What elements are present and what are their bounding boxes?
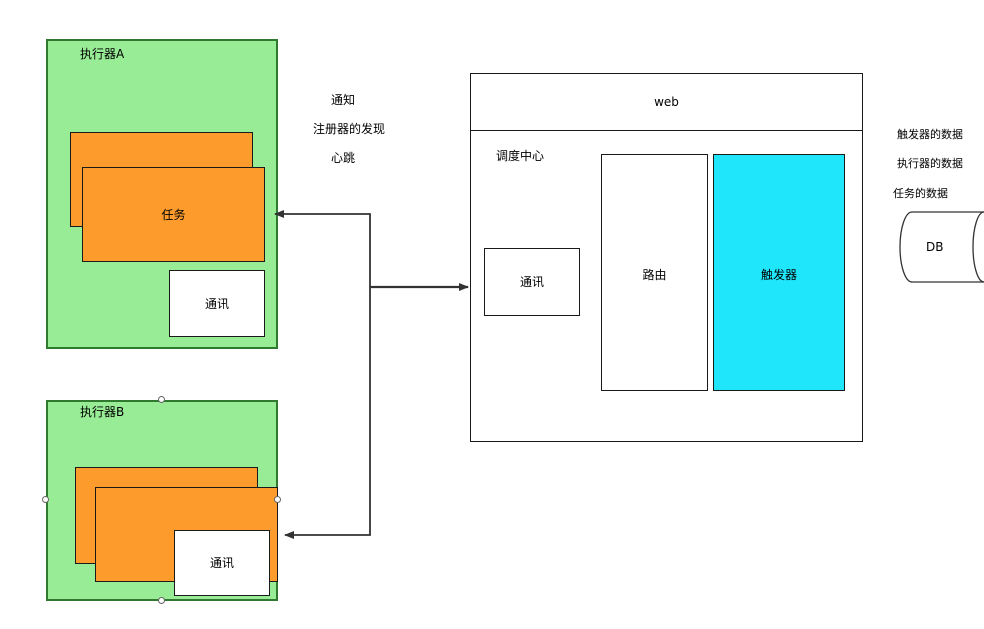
note-registry-discovery: 注册器的发现 [313,122,386,136]
task-box[interactable]: 任务 [82,167,265,262]
db-note-trigger-data: 触发器的数据 [897,128,963,141]
executor-b-title: 执行器B [80,405,125,419]
task-label: 任务 [161,207,186,222]
executor-a-title: 执行器A [80,47,125,61]
executor-a-comm-box[interactable]: 通讯 [169,270,265,337]
route-label: 路由 [642,268,667,282]
executor-a-comm-label: 通讯 [204,296,229,311]
db-label: DB [926,240,944,254]
web-label: web [654,95,679,109]
route-box[interactable]: 路由 [601,154,708,391]
selection-handle-bottom[interactable] [158,597,165,604]
trigger-label: 触发器 [760,268,797,282]
selection-handle-right[interactable] [274,496,281,503]
scheduler-comm-box[interactable]: 通讯 [484,248,580,316]
connector-lines[interactable] [274,210,469,539]
scheduler-comm-label: 通讯 [519,275,544,289]
db-cylinder[interactable] [899,211,984,283]
note-notify: 通知 [331,93,356,107]
db-note-task-data: 任务的数据 [893,187,948,200]
scheduler-title: 调度中心 [496,149,545,163]
trigger-box[interactable]: 触发器 [713,154,845,391]
selection-handle-left[interactable] [42,496,49,503]
db-note-executor-data: 执行器的数据 [897,157,963,170]
web-box[interactable]: web [470,73,863,131]
note-heartbeat: 心跳 [331,151,356,165]
executor-b-comm-label: 通讯 [209,556,234,570]
executor-b-comm-box[interactable]: 通讯 [174,530,270,596]
selection-handle-top[interactable] [158,396,165,403]
